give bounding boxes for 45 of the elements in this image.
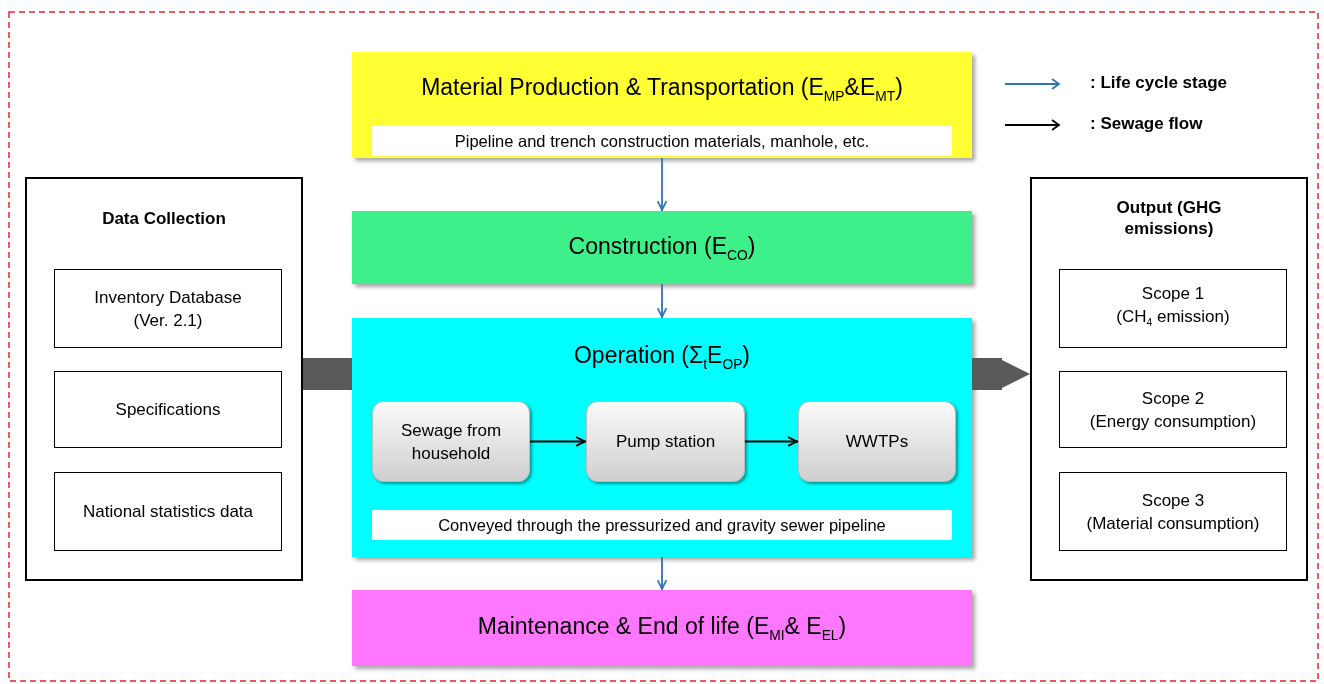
- process-label: Sewage from household: [399, 419, 503, 465]
- stage-title: Operation (Σ$_{t}$E$_{OP}$): [572, 342, 752, 372]
- item-detail: (Energy consumption): [1089, 410, 1257, 433]
- stage-box: [352, 318, 972, 557]
- item-label: Scope 1: [1141, 283, 1205, 306]
- stage-title: Material Production & Transportation (E$_{MP}$&E$_{MT}$): [420, 74, 904, 104]
- item-box: [1059, 472, 1287, 551]
- panel: [1030, 177, 1308, 581]
- arrow: [744, 436, 799, 447]
- stage-box: [352, 211, 972, 284]
- process-box: [372, 401, 530, 482]
- arrow: [656, 283, 668, 319]
- item-label: Specifications: [115, 399, 221, 421]
- stage-title: Construction (E$_{CO}$): [568, 232, 756, 263]
- block-arrow: [972, 358, 1030, 390]
- item-box: [54, 269, 282, 348]
- stage-box: [352, 52, 972, 158]
- process-label: WWTPs: [845, 431, 909, 453]
- connector-bar: [303, 358, 352, 390]
- stage-note: Conveyed through the pressurized and gravity sewer pipeline: [372, 510, 952, 540]
- process-box: [586, 401, 745, 482]
- arrow: [656, 157, 668, 212]
- arrow: [656, 556, 668, 591]
- panel-heading: Output (GHG emissions): [1115, 197, 1223, 239]
- item-box: [54, 371, 282, 448]
- panel-heading: Data Collection: [101, 209, 227, 229]
- stage-note: Pipeline and trench construction materials, manhole, etc.: [372, 126, 952, 156]
- stage-box: [352, 590, 972, 666]
- item-box: [1059, 269, 1287, 348]
- item-label: Inventory Database: [94, 286, 242, 309]
- legend-label: : Life cycle stage: [1090, 73, 1227, 93]
- item-label: Scope 2: [1141, 387, 1205, 410]
- legend-label: : Sewage flow: [1090, 114, 1203, 134]
- process-box: [798, 401, 956, 482]
- item-label: National statistics data: [82, 501, 254, 523]
- item-box: [1059, 371, 1287, 448]
- item-detail: (Ver. 2.1): [133, 309, 203, 332]
- item-detail: (Material consumption): [1086, 512, 1260, 535]
- item-detail: (CH$_{4}$ emission): [1116, 306, 1230, 331]
- item-box: [54, 472, 282, 551]
- item-label: Scope 3: [1141, 489, 1205, 512]
- process-label: Pump station: [615, 431, 716, 453]
- stage-title: Maintenance & End of life (E$_{MI}$& E$_{EL}$): [477, 613, 847, 643]
- panel: [25, 177, 303, 581]
- arrow: [529, 436, 587, 447]
